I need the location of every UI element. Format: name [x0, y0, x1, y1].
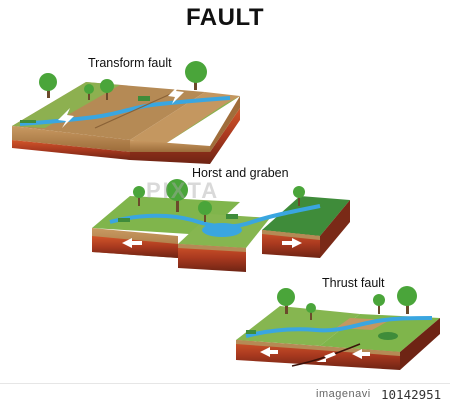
left-block-top	[12, 82, 205, 140]
horst-graben-label: Horst and graben	[192, 166, 289, 180]
left-block-side	[12, 126, 130, 152]
arrow-right-motion	[168, 84, 184, 104]
lake	[202, 223, 242, 237]
thrust-left-top	[236, 306, 360, 346]
bush	[20, 96, 150, 123]
transform-fault-block	[12, 61, 240, 164]
transform-fault-label: Transform fault	[88, 56, 172, 70]
arrow-thrust	[316, 352, 336, 362]
river	[19, 96, 231, 126]
arrow-extension-left	[122, 238, 142, 248]
tree	[133, 186, 145, 206]
bush	[246, 330, 398, 340]
horst-graben-block	[92, 179, 350, 272]
arrow-compression-left	[260, 347, 278, 357]
tree	[293, 186, 305, 206]
thrust-fault-label: Thrust fault	[322, 276, 385, 290]
stock-footer: imagenavi 10142951	[0, 383, 450, 406]
stock-logo: imagenavi	[316, 388, 371, 400]
right-block-side	[130, 108, 240, 164]
tree	[84, 84, 94, 100]
tree	[397, 286, 417, 314]
tree	[166, 179, 188, 212]
page-title: FAULT	[185, 4, 265, 31]
arrow-compression-right	[352, 349, 370, 359]
river	[245, 316, 433, 338]
tree	[373, 294, 385, 314]
tree	[306, 303, 316, 320]
stock-image-id: 10142951	[381, 387, 442, 402]
tree	[277, 288, 295, 314]
tree	[198, 201, 212, 222]
tree	[39, 73, 57, 98]
arrow-extension-right	[282, 238, 302, 248]
thrust-front-face	[236, 340, 400, 370]
arrow-left-motion	[58, 108, 74, 128]
watermark: PIXTA	[146, 178, 220, 203]
bush	[118, 214, 238, 222]
right-horst-top	[262, 196, 350, 236]
tree	[100, 79, 114, 100]
thrust-fault-block	[236, 286, 440, 370]
tree	[185, 61, 207, 90]
